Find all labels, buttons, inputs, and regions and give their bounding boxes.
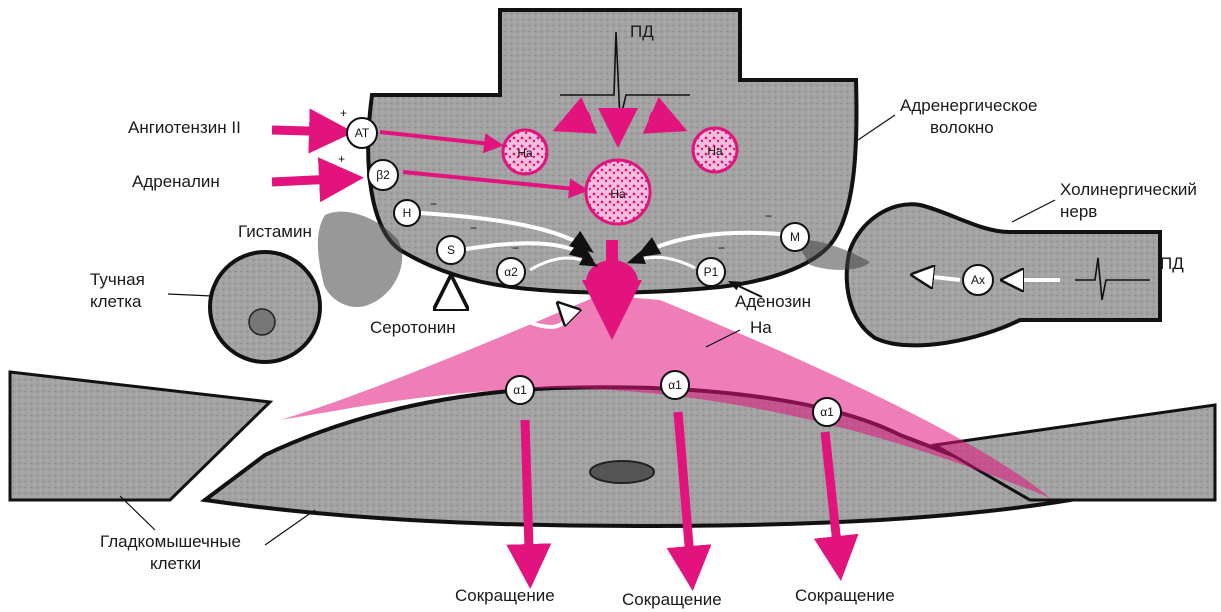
receptor-alpha1-3: α1 [813, 398, 841, 426]
svg-text:β2: β2 [376, 168, 390, 182]
minus-sign: − [512, 241, 519, 255]
label-adrenergic-fiber-line2: волокно [930, 118, 994, 138]
receptor-p1: P1 [697, 258, 725, 286]
minus-sign: − [430, 197, 437, 211]
muscle-nucleus [590, 461, 654, 483]
label-mast-cell-line2: клетка [90, 292, 142, 312]
label-cholinergic-nerve-line2: нерв [1060, 202, 1097, 222]
svg-text:Ax: Ax [971, 273, 985, 287]
label-action-potential-right: ПД [1160, 254, 1184, 274]
vesicle-right: На [693, 128, 737, 172]
plus-sign: + [340, 106, 347, 120]
svg-text:На: На [517, 146, 533, 160]
label-angiotensin: Ангиотензин II [128, 118, 241, 138]
label-contraction-1: Сокращение [455, 586, 555, 606]
receptor-at: AT [347, 118, 377, 148]
cholinergic-nerve [847, 204, 1160, 345]
receptor-ax: Ax [963, 265, 993, 295]
label-smooth-muscle-line1: Гладкомышечные [100, 532, 241, 552]
receptor-s: S [437, 236, 465, 264]
svg-text:S: S [447, 243, 455, 257]
receptor-alpha1-1: α1 [506, 376, 534, 404]
smooth-muscle-cells [10, 372, 1215, 526]
label-smooth-muscle-line2: клетки [150, 554, 201, 574]
receptor-beta2: β2 [368, 160, 398, 190]
svg-text:α1: α1 [820, 405, 834, 419]
label-serotonin: Серотонин [370, 318, 456, 338]
label-histamine: Гистамин [238, 222, 312, 242]
svg-text:AT: AT [355, 126, 370, 140]
label-action-potential-top: ПД [630, 22, 654, 42]
vesicle-left: На [503, 130, 547, 174]
receptor-alpha1-2: α1 [661, 371, 689, 399]
label-noradrenaline-released: На [750, 318, 772, 338]
label-adrenaline: Адреналин [132, 172, 220, 192]
svg-text:α1: α1 [513, 383, 527, 397]
mast-cell [210, 252, 320, 362]
label-mast-cell-line1: Тучная [90, 270, 145, 290]
svg-text:M: M [790, 230, 800, 244]
svg-text:На: На [707, 144, 723, 158]
minus-sign: − [470, 221, 477, 235]
plus-sign: + [338, 152, 345, 166]
minus-sign: − [765, 209, 772, 223]
label-contraction-3: Сокращение [795, 586, 895, 606]
svg-text:P1: P1 [704, 265, 719, 279]
svg-text:H: H [403, 206, 412, 220]
label-cholinergic-nerve-line1: Холинергический [1060, 180, 1197, 200]
label-adenosine: Аденозин [735, 292, 811, 312]
svg-text:На: На [610, 187, 626, 201]
svg-text:α2: α2 [504, 265, 518, 279]
receptor-alpha2: α2 [497, 258, 525, 286]
vesicle-center: На [586, 160, 650, 224]
label-contraction-2: Сокращение [622, 590, 722, 610]
svg-text:α1: α1 [668, 378, 682, 392]
label-adrenergic-fiber-line1: Адренергическое [900, 96, 1038, 116]
receptor-m: M [781, 223, 809, 251]
minus-sign: − [718, 241, 725, 255]
receptor-h: H [394, 200, 420, 226]
